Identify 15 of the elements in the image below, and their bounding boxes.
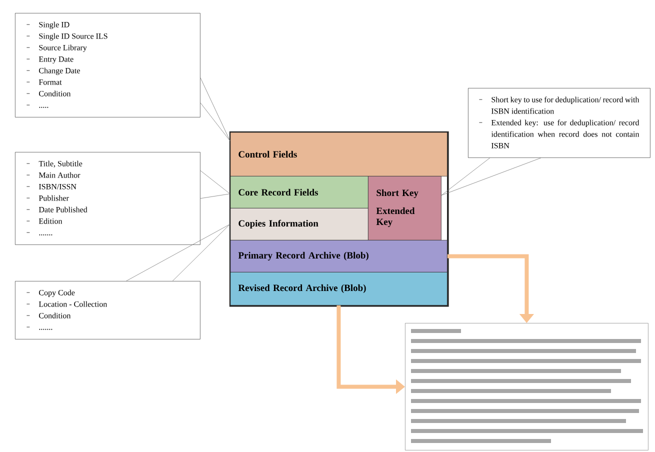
callout-box: Title, Subtitle Main Author ISBN/ISSN Publisher Date Published Edition ....... [15, 152, 200, 245]
field-box: Core Record Fields [230, 176, 368, 208]
field-box: Primary Record Archive (Blob) [230, 240, 448, 272]
callout-box: Single ID Single ID Source ILS Source Library Entry Date Change Date Format Condition ..... [15, 13, 200, 118]
field-box: Revised Record Archive (Blob) [230, 272, 448, 306]
leader-line [441, 158, 542, 196]
leader-line [200, 170, 230, 199]
field-box: Short Key Extended Key [368, 176, 442, 240]
callout-box: Copy Code Location - Collection Condition ....... [15, 281, 200, 340]
field-box: Copies Information [230, 208, 368, 240]
leader-line [200, 78, 230, 142]
callout-box: Short key to use for deduplication/ record with ISBN identification Extended key: use for deduplication/ record identification when record does not contain ISBN [468, 88, 650, 158]
picture [405, 323, 648, 450]
field-box: Control Fields [230, 132, 448, 176]
leader-line [126, 224, 230, 282]
